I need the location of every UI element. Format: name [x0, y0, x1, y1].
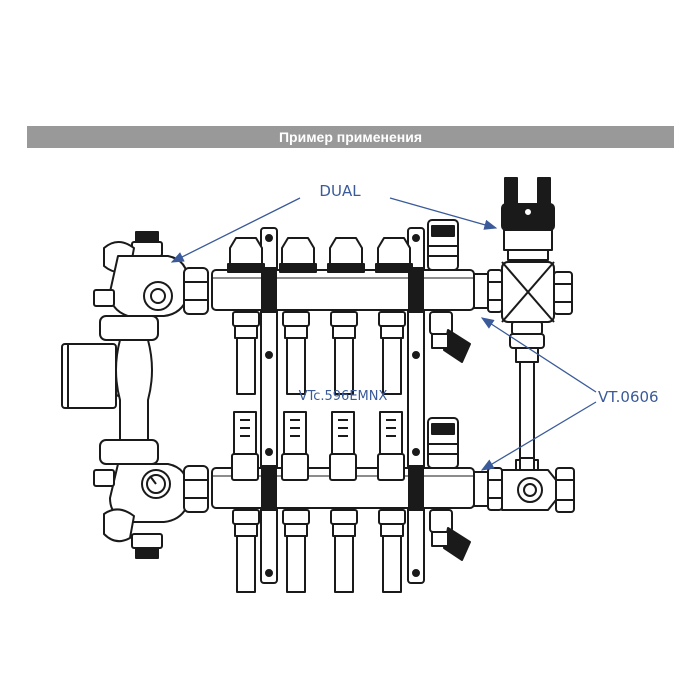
part-number-label: VT.0606: [598, 388, 659, 406]
flow-meters: [231, 411, 405, 481]
dual-label: DUAL: [319, 182, 361, 200]
bottom-air-vent: [427, 417, 459, 469]
section-banner: Пример применения: [27, 126, 674, 148]
left-riser: [115, 339, 153, 441]
lower-left-valve: [93, 439, 209, 559]
bottom-drain-valve: [429, 509, 471, 561]
top-valve-caps: [227, 237, 413, 273]
top-air-vent: [427, 219, 459, 271]
manifold-model-label: VTc.596EMNX: [299, 389, 388, 404]
bottom-outlet-pipes: [232, 509, 406, 593]
top-manifold-bar: [211, 267, 475, 313]
top-right-coupling: [473, 269, 503, 313]
thermostatic-head: [501, 177, 555, 261]
label-arrows: [170, 197, 597, 471]
bypass-pipe: [509, 321, 545, 471]
top-outlet-pipes: [232, 311, 406, 395]
upper-left-valve: [93, 231, 209, 341]
top-drain-valve: [429, 311, 471, 363]
three-way-valve: [501, 261, 573, 323]
bottom-right-coupling: [473, 467, 503, 511]
bottom-right-valve: [501, 457, 575, 513]
